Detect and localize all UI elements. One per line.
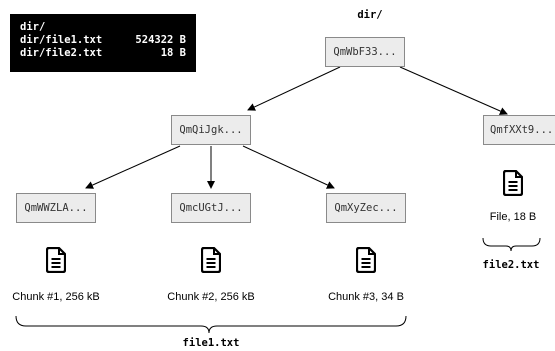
file2-caption: File, 18 B	[489, 211, 537, 223]
edge-file1-to-chunk3	[242, 145, 335, 189]
terminal-path: dir/file1.txt	[20, 34, 103, 46]
terminal-size: 524322 B	[135, 34, 186, 46]
terminal-size: 18 B	[160, 47, 186, 59]
document-icon	[356, 247, 376, 273]
chunk3-node: QmXyZec...	[326, 193, 406, 223]
document-icon	[201, 247, 221, 273]
file2-node: QmfXXt9...	[483, 115, 555, 145]
terminal-line-dir: dir/	[20, 21, 186, 34]
document-icon	[503, 170, 523, 196]
document-icon	[46, 247, 66, 273]
terminal-path: dir/file2.txt	[20, 47, 103, 59]
edge-root-to-file1-node	[247, 66, 341, 111]
root-node: QmWbF33...	[325, 37, 405, 67]
terminal-path: dir/	[20, 21, 46, 33]
chunk3-caption: Chunk #3, 34 B	[328, 291, 404, 303]
chunk1-node: QmWWZLA...	[16, 193, 96, 223]
chunk2-caption: Chunk #2, 256 kB	[167, 291, 255, 303]
file1-node: QmQiJgk...	[171, 115, 251, 145]
chunk2-node: QmcUGtJ...	[171, 193, 251, 223]
terminal-line-file2: dir/file2.txt 18 B	[20, 47, 186, 60]
brace-file2	[482, 237, 541, 252]
edge-root-to-file2-node	[399, 66, 508, 115]
file1-brace-label: file1.txt	[182, 337, 240, 349]
terminal-listing: dir/ dir/file1.txt 524322 B dir/file2.tx…	[10, 14, 196, 72]
file2-brace-label: file2.txt	[482, 259, 540, 271]
chunk1-caption: Chunk #1, 256 kB	[12, 291, 100, 303]
edge-file1-to-chunk1	[85, 145, 181, 189]
brace-file1	[15, 315, 407, 334]
root-dir-label: dir/	[357, 9, 383, 21]
terminal-line-file1: dir/file1.txt 524322 B	[20, 34, 186, 47]
